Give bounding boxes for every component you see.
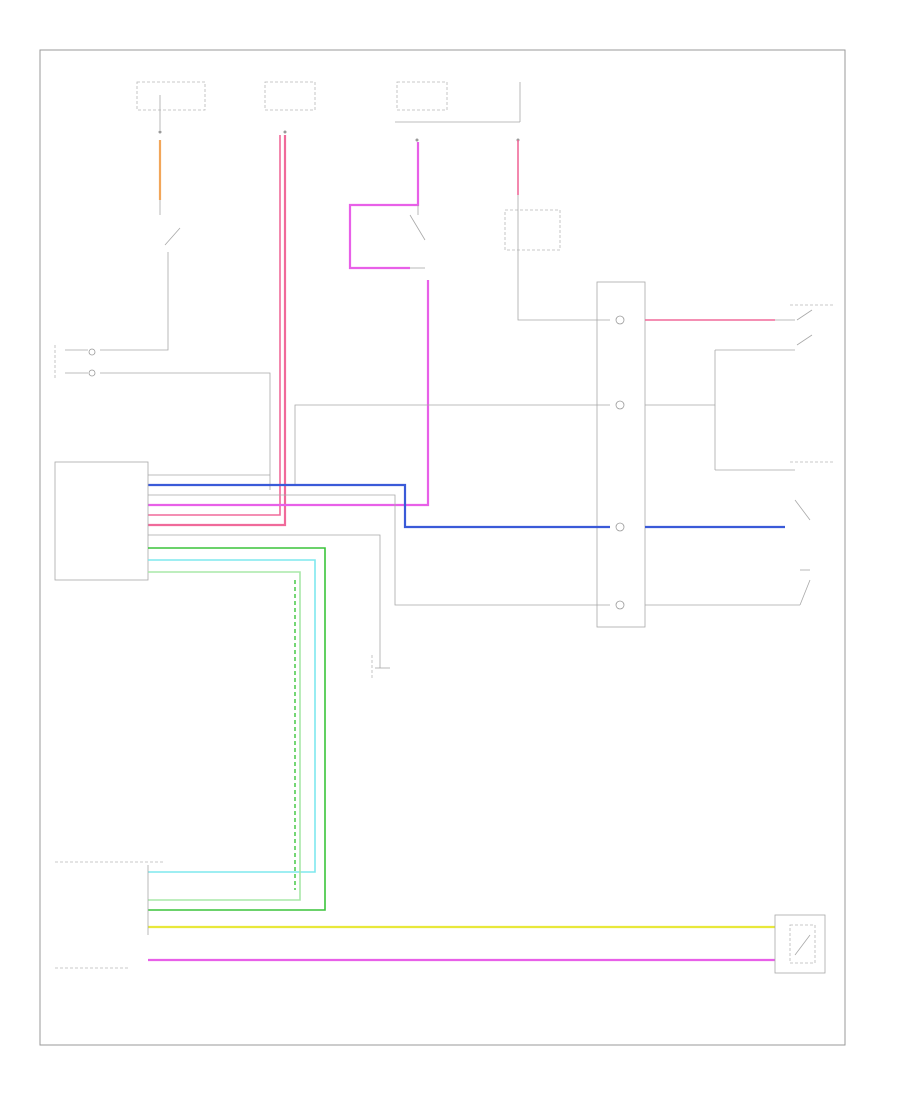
wire-cyan: [148, 559, 316, 873]
wire-light-green: [148, 571, 301, 901]
wire-grey-mid: [294, 404, 610, 485]
transmission-switch: [409, 205, 426, 269]
ground-symbol: [371, 655, 390, 680]
wire-sensor-return: [100, 372, 271, 490]
wire-pink-secondary: [148, 135, 281, 516]
wire-magenta-upper: [348, 142, 420, 270]
brake-switch: [159, 200, 181, 275]
fuse-block-1: [136, 81, 206, 130]
control-module: [54, 461, 149, 581]
wire-grey-bottom: [148, 494, 610, 606]
diagram-frame: [39, 49, 846, 1046]
cancel-switch: [715, 304, 835, 351]
lower-module: [55, 861, 165, 969]
set-switch: [714, 405, 835, 471]
resume-switch: [794, 499, 811, 521]
junction-block: [596, 281, 646, 628]
left-sensor: [54, 345, 96, 380]
relay-right-top: [504, 195, 561, 255]
wire-magenta-lower: [148, 280, 430, 507]
wire-grey-ground: [148, 534, 381, 668]
connector-marks-top: [158, 130, 520, 142]
brake-pedal-switch: [799, 569, 811, 606]
actuator: [774, 914, 826, 974]
fuse-block-3: [395, 81, 520, 123]
wire-green: [148, 547, 326, 911]
wire-grey-mid-right: [645, 350, 716, 406]
wire-blue: [148, 483, 610, 529]
wire-grey-right: [517, 255, 610, 321]
wire-switch-down: [100, 275, 169, 351]
wire-pink-main: [148, 135, 287, 527]
fuse-block-2: [264, 81, 316, 111]
